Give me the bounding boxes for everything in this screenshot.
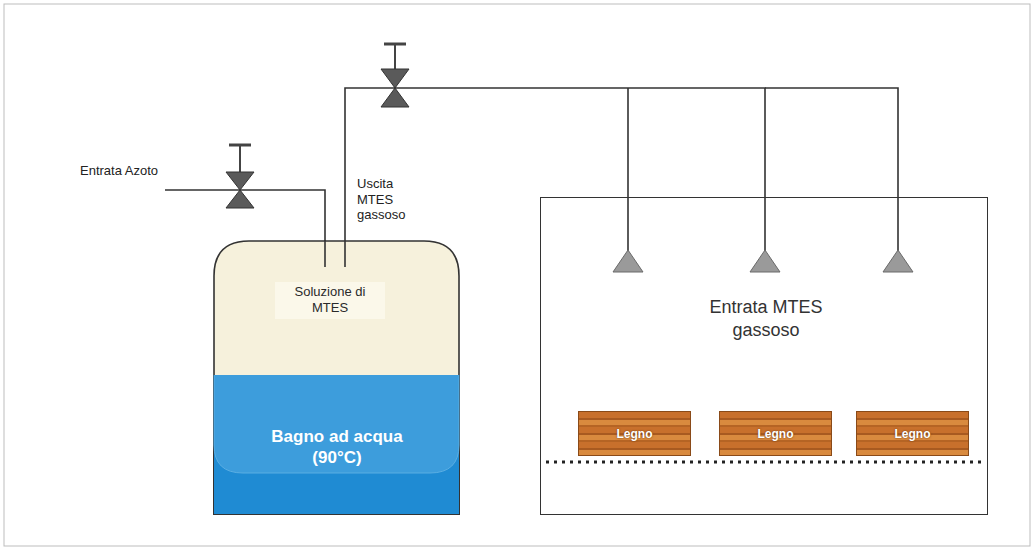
valve-symbol xyxy=(226,145,254,208)
grid-line xyxy=(546,461,984,464)
nozzle-symbol xyxy=(613,250,643,272)
nitrogen-pipe xyxy=(165,190,325,242)
wood-block: Legno xyxy=(578,411,691,456)
node-label: Bagno ad acqua (90°C) xyxy=(257,424,417,471)
water-bath-node: Bagno ad acqua (90°C) xyxy=(213,375,460,515)
node-label: Entrata MTES gassoso xyxy=(681,294,851,343)
node-label: Soluzione di MTES xyxy=(275,282,385,319)
distribution-pipe xyxy=(627,88,629,252)
distribution-pipe xyxy=(765,88,898,252)
vessel-node: Soluzione di MTES xyxy=(213,240,460,380)
outlet-label: Uscita MTES gassoso xyxy=(357,176,427,223)
wood-label: Legno xyxy=(895,427,931,441)
pipe-connector xyxy=(345,88,765,240)
inlet-label: Entrata Azoto xyxy=(80,163,170,179)
frame xyxy=(4,4,1030,546)
valve-symbol xyxy=(381,44,409,107)
distribution-pipe xyxy=(764,197,766,252)
chamber-node: Entrata MTES gassosoLegno Legno Legno xyxy=(540,197,988,515)
nozzle-symbol xyxy=(750,250,780,272)
wood-block: Legno xyxy=(719,411,832,456)
nozzle-symbol xyxy=(883,250,913,272)
wood-block: Legno xyxy=(856,411,969,456)
wood-label: Legno xyxy=(617,427,653,441)
wood-label: Legno xyxy=(758,427,794,441)
